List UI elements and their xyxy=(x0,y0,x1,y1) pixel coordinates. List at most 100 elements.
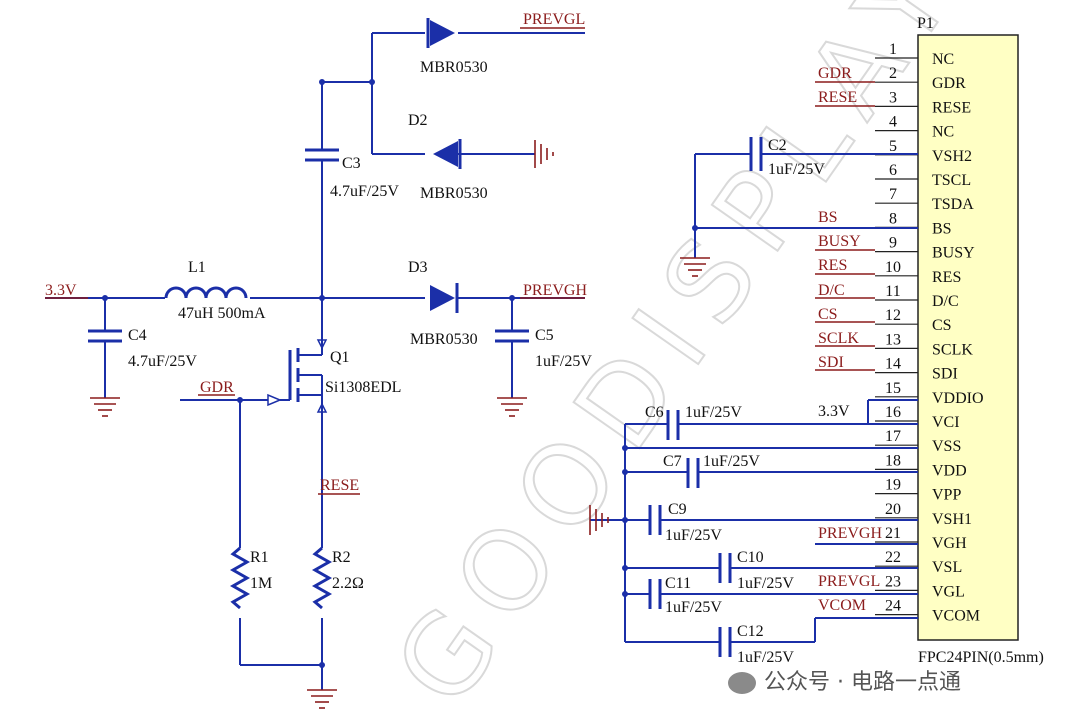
pin-number: 1 xyxy=(889,41,897,58)
pin-number: 8 xyxy=(889,210,897,227)
pin-number: 3 xyxy=(889,89,897,106)
d2-ref: D2 xyxy=(408,112,428,129)
pin-name: VDD xyxy=(932,462,967,479)
q1-ref: Q1 xyxy=(330,349,350,366)
c5-ref: C5 xyxy=(535,327,554,344)
pin-number: 23 xyxy=(885,573,901,590)
prevgl-branch xyxy=(319,32,585,155)
pin-number: 6 xyxy=(889,162,897,179)
c9-value: 1uF/25V xyxy=(665,527,722,544)
pin-name: VGH xyxy=(932,535,967,552)
diode-d2: D2 MBR0530 xyxy=(408,112,488,202)
pin-number: 24 xyxy=(885,598,901,615)
c6-ref: C6 xyxy=(645,404,664,421)
pin-number: 5 xyxy=(889,138,897,155)
pin-number: 9 xyxy=(889,235,897,252)
pin-name: CS xyxy=(932,317,952,334)
pin-number: 22 xyxy=(885,549,901,566)
inductor-l1: L1 47uH 500mA xyxy=(164,259,266,322)
pin-number: 10 xyxy=(885,259,901,276)
pin-name: D/C xyxy=(932,293,959,310)
pin-name: GDR xyxy=(932,75,966,92)
net-prevgl-top: PREVGL xyxy=(523,11,585,28)
d3-value: MBR0530 xyxy=(410,331,478,348)
pin-number: 18 xyxy=(885,452,901,469)
c12-value: 1uF/25V xyxy=(737,649,794,666)
c9-ref: C9 xyxy=(668,501,687,518)
ground-bank xyxy=(589,505,609,535)
pin-name: VPP xyxy=(932,487,961,504)
pin-number: 12 xyxy=(885,307,901,324)
pin-name: VSS xyxy=(932,438,961,455)
diode-d1: MBR0530 xyxy=(420,18,488,76)
net-prevgh: PREVGH xyxy=(523,282,587,299)
pin-number: 19 xyxy=(885,477,901,494)
c10-ref: C10 xyxy=(737,549,764,566)
capacitor-c4: C4 4.7uF/25V xyxy=(88,298,197,398)
r2-value: 2.2Ω xyxy=(332,575,364,592)
pin-name: SCLK xyxy=(932,341,973,358)
c2-ref: C2 xyxy=(768,137,787,154)
brand-text: 公众号 · 电路一点通 xyxy=(764,670,961,695)
capacitor-c2: C2 1uF/25V xyxy=(692,137,918,258)
net-3v3-input: 3.3V xyxy=(45,282,77,299)
ground-d2 xyxy=(534,140,554,168)
net-3v3-pin: 3.3V xyxy=(818,403,850,420)
r1-ref: R1 xyxy=(250,549,269,566)
pin-name: NC xyxy=(932,51,954,68)
c4-ref: C4 xyxy=(128,327,147,344)
pin-number: 17 xyxy=(885,428,901,445)
pin-number: 16 xyxy=(885,404,901,421)
net-sclk: SCLK xyxy=(818,330,859,347)
pin-number: 21 xyxy=(885,525,901,542)
c3-value: 4.7uF/25V xyxy=(330,183,399,200)
pin-name: VCOM xyxy=(932,608,980,625)
c12-ref: C12 xyxy=(737,623,764,640)
c7-value: 1uF/25V xyxy=(703,453,760,470)
l1-value: 47uH 500mA xyxy=(178,305,266,322)
ground-c5 xyxy=(497,397,527,417)
pin-nets: GDR RESE BS BUSY RES D/C CS SCLK SDI 3.3… xyxy=(815,65,882,614)
pin-name: VDDIO xyxy=(932,390,984,407)
pin-name: BUSY xyxy=(932,245,975,262)
c10-value: 1uF/25V xyxy=(737,575,794,592)
ground-r xyxy=(307,689,337,709)
c6-value: 1uF/25V xyxy=(685,404,742,421)
pin-name: VSH1 xyxy=(932,511,972,528)
p1-ref: P1 xyxy=(917,15,934,32)
pin-number: 2 xyxy=(889,65,897,82)
net-res: RES xyxy=(818,257,847,274)
resistor-r2: R2 2.2Ω xyxy=(311,500,364,690)
pin-number: 14 xyxy=(885,356,901,373)
input-line xyxy=(45,295,585,301)
c11-ref: C11 xyxy=(665,575,691,592)
net-sdi: SDI xyxy=(818,354,844,371)
c7-ref: C7 xyxy=(663,453,682,470)
pin-name: RES xyxy=(932,269,961,286)
connector-pins: 1NC2GDR3RESE4NC5VSH26TSCL7TSDA8BS9BUSY10… xyxy=(875,41,984,625)
pin-number: 11 xyxy=(885,283,900,300)
connector-p1: P1 FPC24PIN(0.5mm) 1NC2GDR3RESE4NC5VSH26… xyxy=(875,15,1044,666)
pin-name: NC xyxy=(932,124,954,141)
pin-name: VSL xyxy=(932,559,962,576)
net-dc: D/C xyxy=(818,282,845,299)
gate-net xyxy=(180,393,290,548)
capacitor-c3: C3 4.7uF/25V xyxy=(305,148,399,298)
pin-name: SDI xyxy=(932,366,958,383)
wechat-icon xyxy=(728,672,756,694)
diode-d3: D3 MBR0530 xyxy=(408,259,478,348)
net-bs: BS xyxy=(818,209,838,226)
c4-value: 4.7uF/25V xyxy=(128,353,197,370)
p1-footprint: FPC24PIN(0.5mm) xyxy=(918,649,1044,666)
resistor-r1: R1 1M xyxy=(229,546,272,665)
d1-value: MBR0530 xyxy=(420,59,488,76)
pin-name: VGL xyxy=(932,583,965,600)
ground-c4 xyxy=(90,397,120,417)
net-prevgh-pin: PREVGH xyxy=(818,525,882,542)
mosfet-q1: Q1 Si1308EDL xyxy=(288,298,401,500)
l1-ref: L1 xyxy=(188,259,206,276)
capacitor-c5: C5 1uF/25V xyxy=(495,298,592,398)
pin-number: 15 xyxy=(885,380,901,397)
